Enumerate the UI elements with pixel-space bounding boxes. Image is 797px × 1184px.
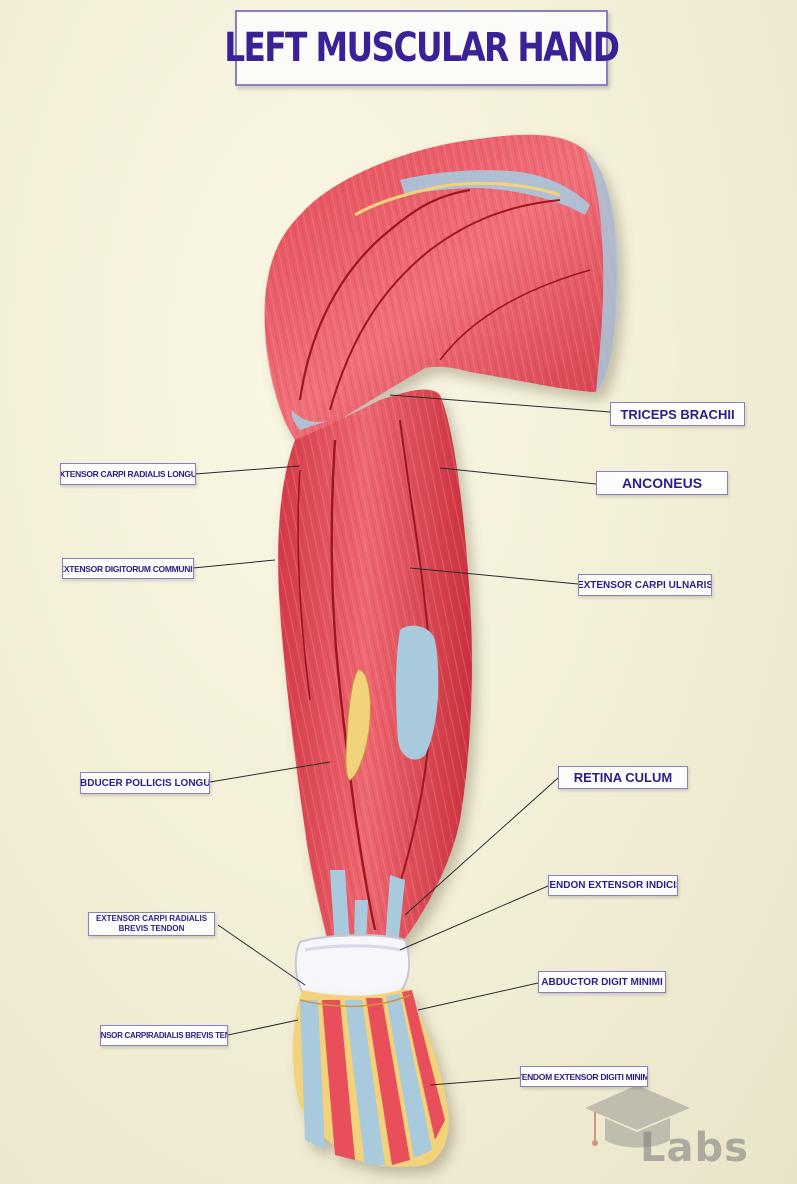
apl-strip [345,669,371,781]
leader-ecrb-tendon2 [227,1019,299,1036]
shoulder-cap [585,150,618,392]
leader-ecu [409,567,579,585]
leader-lines [192,394,611,1086]
triceps-tendon [400,170,590,215]
leader-triceps [389,394,611,413]
leader-anconeus [439,467,597,485]
label-triceps-brachii: TRICEPS BRACHII [610,402,745,426]
leader-apl [209,761,331,783]
label-extensor-carpi-radialis-brevis-tendon: EXTENSOR CARPI RADIALIS BREVIS TENDON [88,912,215,936]
title-plate: LEFT MUSCULAR HAND [224,10,620,86]
label-abductor-digit-minimi: ABDUCTOR DIGIT MINIMI [538,971,666,993]
leader-ecrb-tendon [217,924,306,986]
label-retinaculum: RETINA CULUM [558,766,688,789]
leader-tei [399,885,549,951]
hand [293,988,449,1167]
label-tendon-extensor-indicis: TENDON EXTENSOR INDICIS [548,875,678,896]
page-title: LEFT MUSCULAR HAND [224,25,620,71]
nerve-upper [354,181,561,217]
retinaculum-band [294,934,411,999]
label-extensor-carpiradialis-brevis-tendon: EXTENSOR CARPIRADIALIS BREVIS TENDON [100,1025,228,1046]
label-extensor-carpi-radialis-longus: EXTENSOR CARPI RADIALIS LONGUS [60,463,196,485]
label-extensor-digitorum-communis: EXTENSOR DIGITORUM COMMUNIS [62,558,194,579]
label-abducer-pollicis-longus: ABDUCER POLLICIS LONGUS [80,772,210,794]
leader-edc [192,559,276,569]
upper-arm [264,134,618,444]
label-tendom-extensor-digiti-minimi: TENDOM EXTENSOR DIGITI MINIMI [520,1066,648,1087]
leader-tedm [429,1077,521,1086]
label-anconeus: ANCONEUS [596,471,728,495]
graduation-cap-icon [585,1085,690,1148]
ecu-tendon-patch [395,625,439,760]
leader-adm [417,982,539,1011]
watermark-labs: Labs [640,1125,749,1171]
label-extensor-carpi-ulnaris: EXTENSOR CARPI ULNARIS [578,574,712,596]
leader-ecrl [194,465,301,475]
forearm [278,389,472,950]
leader-retinaculum [404,777,559,916]
